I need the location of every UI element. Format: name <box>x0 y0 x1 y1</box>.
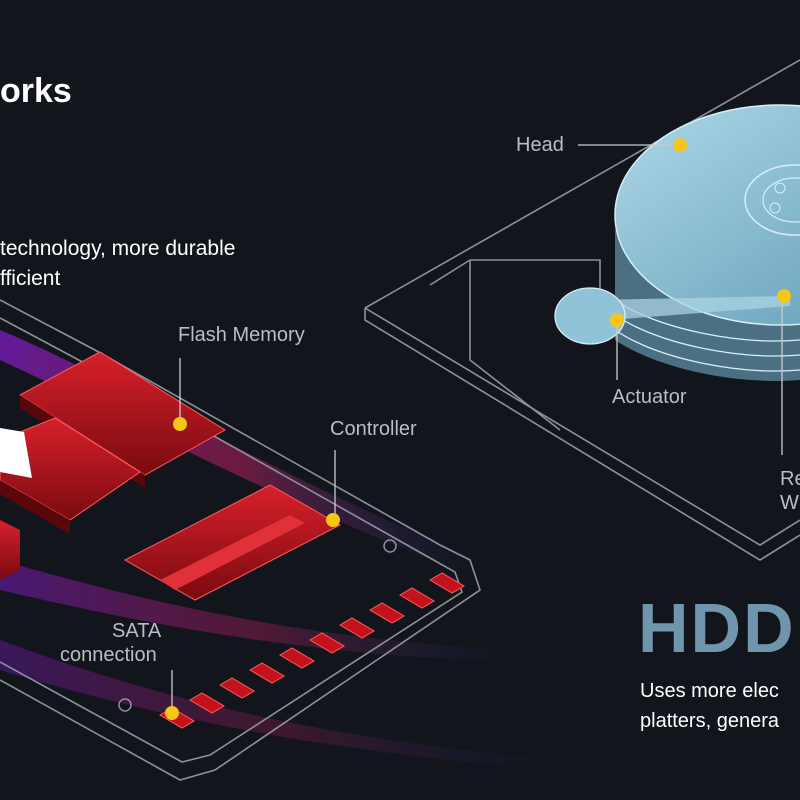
marker-actuator <box>610 313 624 327</box>
marker-head <box>673 138 687 152</box>
leader-lines <box>171 144 783 713</box>
sata-pin <box>309 632 345 654</box>
ssd-screw-hole <box>383 539 397 553</box>
sata-connector <box>159 572 465 729</box>
sata-pin <box>249 662 285 684</box>
hdd-description-line1: Uses more elec <box>640 680 779 702</box>
marker-read-write <box>777 289 791 303</box>
flash-memory-chip <box>0 417 141 534</box>
label-controller: Controller <box>330 418 417 440</box>
label-head: Head <box>516 134 564 156</box>
hdd-title: HDD <box>638 589 796 667</box>
ssd-screw-hole <box>118 698 132 712</box>
page-title: orks <box>0 72 72 110</box>
sata-pin <box>399 587 435 609</box>
sata-pin <box>189 692 225 714</box>
read-write-arm <box>595 296 790 320</box>
flash-memory-chip <box>0 520 20 580</box>
label-actuator: Actuator <box>612 386 687 408</box>
ssd-description-line2: fficient <box>0 267 61 290</box>
sata-pin <box>369 602 405 624</box>
hdd-platter-stack <box>614 104 800 381</box>
controller-chip <box>123 484 342 601</box>
hdd-description-line2: platters, genera <box>640 710 779 732</box>
logo-mark <box>0 428 32 478</box>
label-markers <box>165 138 791 720</box>
sata-pin <box>429 572 465 594</box>
sata-pin <box>279 647 315 669</box>
sata-pin <box>339 617 375 639</box>
sata-pin <box>219 677 255 699</box>
marker-flash-memory <box>173 417 187 431</box>
label-sata-line1: SATA <box>112 620 162 642</box>
marker-sata <box>165 706 179 720</box>
marker-controller <box>326 513 340 527</box>
label-sata-line2: connection <box>60 644 157 666</box>
label-read-write-line2: W <box>780 492 799 514</box>
label-flash-memory: Flash Memory <box>178 324 305 346</box>
label-read-write-line1: Re <box>780 468 800 490</box>
actuator-pivot <box>554 287 626 345</box>
ssd-description-line1: technology, more durable <box>0 237 236 260</box>
